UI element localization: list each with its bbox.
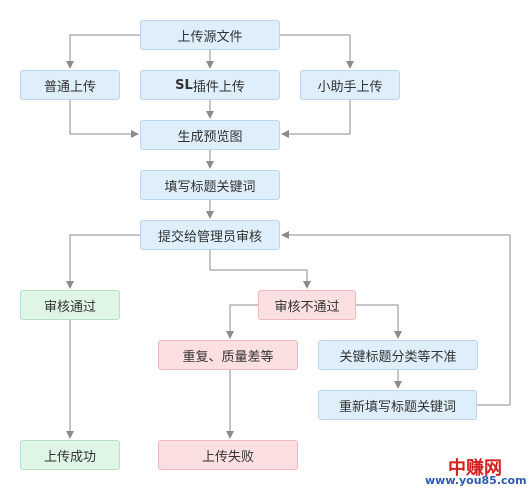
node-refill-title-keywords: 重新填写标题关键词 [318, 390, 477, 420]
node-upload-success-label: 上传成功 [43, 449, 96, 465]
node-refill-title-keywords-label: 重新填写标题关键词 [338, 399, 456, 415]
node-normal-upload-label: 普通上传 [43, 79, 96, 95]
node-upload-source-label: 上传源文件 [177, 29, 243, 45]
node-fill-title-keywords-label: 填写标题关键词 [164, 179, 256, 195]
arrow-failed-to-inaccurate [356, 304, 402, 339]
node-generate-preview-label: 生成预览图 [177, 129, 243, 145]
arrow-refill-to-submit [281, 231, 511, 406]
node-sl-plugin-upload-prefix: SL [175, 77, 193, 93]
node-review-failed: 审核不通过 [258, 290, 356, 320]
node-assistant-upload-label: 小助手上传 [317, 79, 383, 95]
node-review-passed: 审核通过 [20, 290, 120, 320]
arrow-assistant-to-preview [281, 100, 351, 138]
node-upload-failed-label: 上传失败 [201, 449, 254, 465]
node-review-failed-label: 审核不通过 [274, 299, 340, 315]
node-duplicate-low-quality-label: 重复、质量差等 [182, 349, 274, 365]
watermark-url: www.you85.com [425, 474, 527, 487]
node-generate-preview: 生成预览图 [140, 120, 280, 150]
watermark-logo: 中赚网 [448, 458, 502, 479]
node-upload-failed: 上传失败 [158, 440, 298, 470]
node-assistant-upload: 小助手上传 [300, 70, 400, 100]
arrow-submit-to-failed [209, 250, 311, 289]
node-inaccurate-keywords: 关键标题分类等不准 [318, 340, 478, 370]
arrow-failed-to-duplicate [226, 304, 258, 339]
arrow-submit-to-passed [66, 234, 140, 289]
node-normal-upload: 普通上传 [20, 70, 120, 100]
node-sl-plugin-upload-suffix: 插件上传 [192, 79, 245, 95]
arrow-normal-to-preview [69, 100, 139, 138]
node-submit-to-admin-label: 提交给管理员审核 [157, 229, 262, 245]
node-submit-to-admin: 提交给管理员审核 [140, 220, 280, 250]
node-fill-title-keywords: 填写标题关键词 [140, 170, 280, 200]
node-upload-success: 上传成功 [20, 440, 120, 470]
node-upload-source: 上传源文件 [140, 20, 280, 50]
node-review-passed-label: 审核通过 [43, 299, 96, 315]
node-inaccurate-keywords-label: 关键标题分类等不准 [339, 349, 457, 365]
node-duplicate-low-quality: 重复、质量差等 [158, 340, 298, 370]
arrow-source-to-assistant [280, 34, 354, 69]
arrow-source-to-normal [66, 34, 140, 69]
